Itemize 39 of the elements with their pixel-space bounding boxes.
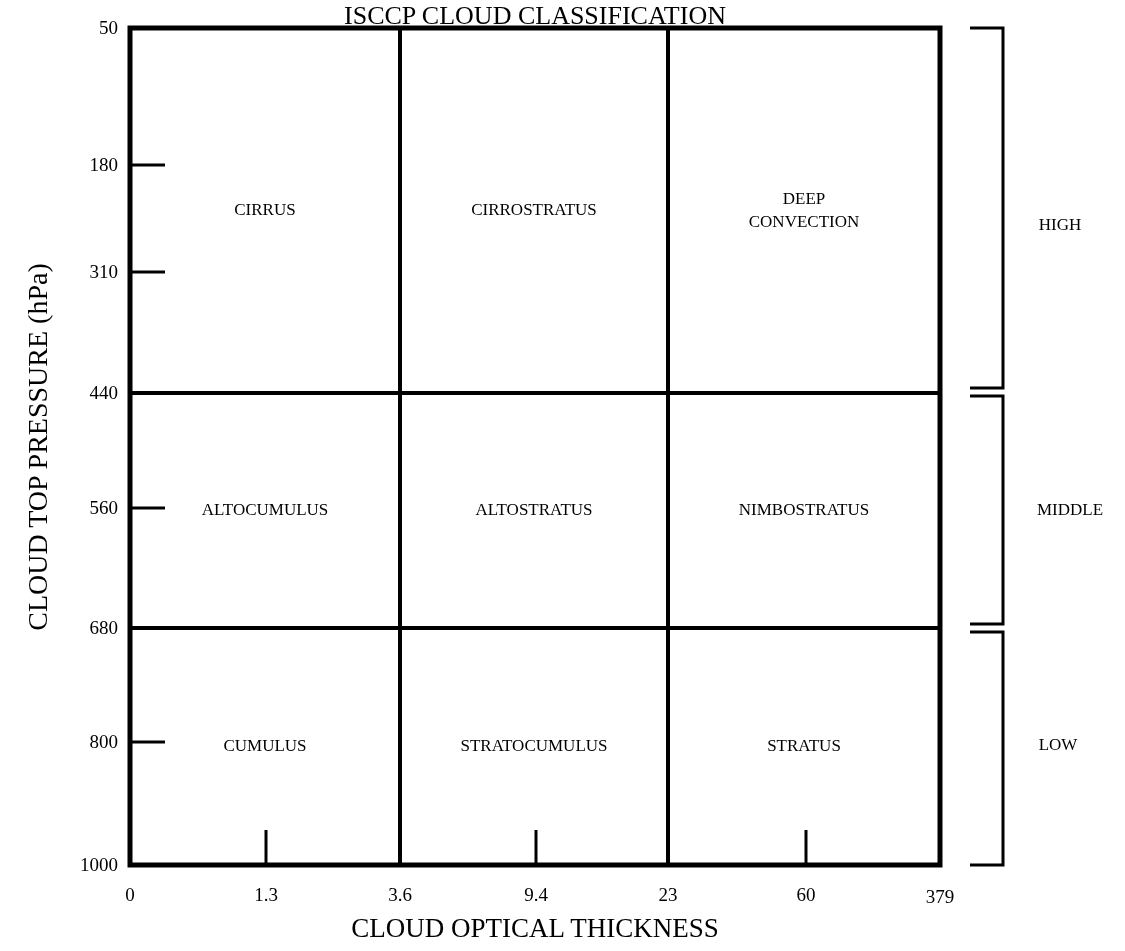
cloud-type-label: ALTOSTRATUS — [475, 499, 593, 522]
cloud-type-label: CIRRUS — [234, 199, 296, 222]
cloud-type-label: STRATOCUMULUS — [460, 735, 608, 758]
chart-title: ISCCP CLOUD CLASSIFICATION — [344, 1, 726, 31]
axis-tick-label: 180 — [89, 154, 118, 176]
cloud-type-label: CIRROSTRATUS — [471, 199, 597, 222]
cloud-type-label: STRATUS — [767, 735, 841, 758]
cloud-type-cell — [400, 28, 668, 393]
cloud-type-label: CUMULUS — [223, 735, 307, 758]
cloud-type-label: ALTOCUMULUS — [201, 499, 329, 522]
cloud-type-label: DEEP CONVECTION — [747, 188, 861, 233]
cloud-type-cell — [400, 393, 668, 628]
axis-tick-label: 800 — [89, 731, 118, 753]
axis-tick-label: 50 — [99, 17, 118, 39]
cloud-type-cell — [130, 28, 400, 393]
level-label: HIGH — [1038, 215, 1082, 235]
axis-tick-label: 9.4 — [524, 884, 548, 906]
axis-tick-label: 560 — [89, 497, 118, 519]
level-label: MIDDLE — [1036, 500, 1104, 520]
axis-tick-label: 1000 — [80, 854, 118, 876]
level-label: LOW — [1038, 735, 1078, 755]
cloud-type-cell — [130, 393, 400, 628]
axis-title: CLOUD OPTICAL THICKNESS — [351, 912, 719, 944]
axis-tick-label: 440 — [89, 382, 118, 404]
cloud-type-cell — [130, 628, 400, 865]
axis-tick-label: 680 — [89, 617, 118, 639]
cloud-type-cell — [668, 393, 940, 628]
axis-tick-label: 60 — [796, 884, 816, 906]
axis-tick-label: 0 — [125, 884, 135, 906]
cloud-type-cell — [668, 628, 940, 865]
axis-tick-label: 23 — [658, 884, 678, 906]
axis-tick-label: 1.3 — [254, 884, 278, 906]
cloud-type-label: NIMBOSTRATUS — [738, 499, 870, 522]
axis-tick-label: 379 — [925, 886, 955, 908]
axis-tick-label: 310 — [89, 261, 118, 283]
axis-title: CLOUD TOP PRESSURE (hPa) — [22, 263, 54, 631]
axis-tick-label: 3.6 — [388, 884, 412, 906]
cloud-type-cell — [668, 28, 940, 393]
cloud-type-cell — [400, 628, 668, 865]
